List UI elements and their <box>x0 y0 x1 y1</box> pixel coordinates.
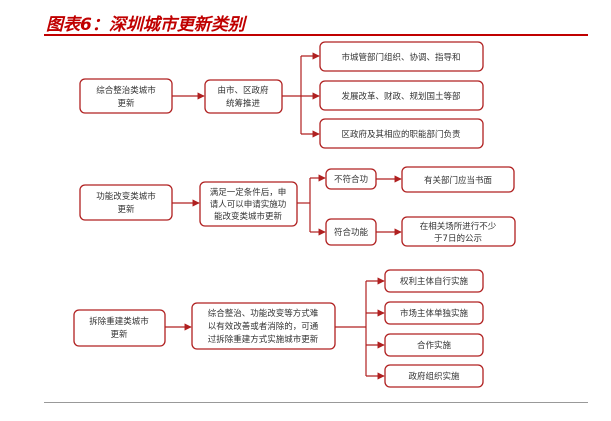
function-change-no-result-box: 有关部门应当书面 <box>401 166 515 193</box>
function-change-yes-text: 符合功能 <box>334 227 369 238</box>
demolition-out-gov-text: 政府组织实施 <box>408 371 460 382</box>
function-change-yes-result-line-1: 在相关场所进行不少 <box>420 221 497 232</box>
function-change-yes-result-line-2: 于7日的公示 <box>434 233 482 244</box>
demolition-out-self-text: 权利主体自行实施 <box>400 276 469 287</box>
function-change-yes-box: 符合功能 <box>325 218 377 246</box>
comprehensive-out-dept-box: 市城管部门组织、协调、指导和 <box>319 41 484 72</box>
function-change-yes-result-box: 在相关场所进行不少 于7日的公示 <box>401 216 516 247</box>
function-change-mid-line-3: 能改变类城市更新 <box>214 211 283 222</box>
function-change-no-text: 不符合功 <box>334 174 368 185</box>
demolition-out-self-box: 权利主体自行实施 <box>384 269 484 293</box>
demolition-out-market-box: 市场主体单独实施 <box>384 301 484 325</box>
title-bar: 图表6：深圳城市更新类别 <box>44 8 588 36</box>
demolition-out-coop-box: 合作实施 <box>384 333 484 357</box>
comprehensive-out-dept-text: 市城管部门组织、协调、指导和 <box>341 52 460 63</box>
function-change-category-line-1: 功能改变类城市 <box>96 191 156 202</box>
comprehensive-mid-line-2: 统筹推进 <box>226 98 261 109</box>
demolition-out-gov-box: 政府组织实施 <box>384 364 484 388</box>
connector-demolition-fanout <box>335 277 385 380</box>
function-change-category-line-2: 更新 <box>117 204 135 215</box>
demolition-mid-line-2: 以有效改善或者消除的，可通 <box>208 321 319 332</box>
function-change-mid-line-1: 满足一定条件后，申 <box>210 187 287 198</box>
demolition-mid-box: 综合整治、功能改变等方式难 以有效改善或者消除的，可通 过拆除重建方式实施城市更… <box>191 302 336 350</box>
comprehensive-category-line-2: 更新 <box>117 98 135 109</box>
bottom-rule <box>44 402 588 403</box>
comprehensive-category-line-1: 综合整治类城市 <box>96 85 156 96</box>
comprehensive-out-reform-box: 发展改革、财政、规划国土等部 <box>319 80 484 111</box>
comprehensive-mid-line-1: 由市、区政府 <box>217 85 269 96</box>
comprehensive-out-reform-text: 发展改革、财政、规划国土等部 <box>341 91 461 102</box>
demolition-mid-line-3: 过拆除重建方式实施城市更新 <box>208 334 319 345</box>
comprehensive-out-district-box: 区政府及其相应的职能部门负责 <box>319 118 484 149</box>
demolition-category-line-2: 更新 <box>110 329 128 340</box>
demolition-out-market-text: 市场主体单独实施 <box>400 308 469 319</box>
demolition-mid-line-1: 综合整治、功能改变等方式难 <box>208 308 319 319</box>
demolition-out-coop-text: 合作实施 <box>417 340 452 351</box>
figure-title: 图表6：深圳城市更新类别 <box>46 15 245 35</box>
function-change-category-box: 功能改变类城市 更新 <box>79 184 173 221</box>
connector-function-change-split <box>297 174 326 236</box>
comprehensive-mid-box: 由市、区政府 统筹推进 <box>204 79 283 114</box>
comprehensive-out-district-text: 区政府及其相应的职能部门负责 <box>341 129 461 140</box>
function-change-no-result-text: 有关部门应当书面 <box>424 175 493 186</box>
demolition-category-line-1: 拆除重建类城市 <box>89 316 149 327</box>
function-change-mid-line-2: 请人可以申请实施功 <box>210 199 287 210</box>
function-change-no-box: 不符合功 <box>325 168 377 190</box>
demolition-category-box: 拆除重建类城市 更新 <box>73 309 166 347</box>
connector-comprehensive-fanout <box>282 52 320 138</box>
function-change-mid-box: 满足一定条件后，申 请人可以申请实施功 能改变类城市更新 <box>199 181 298 227</box>
comprehensive-category-box: 综合整治类城市 更新 <box>79 78 173 114</box>
